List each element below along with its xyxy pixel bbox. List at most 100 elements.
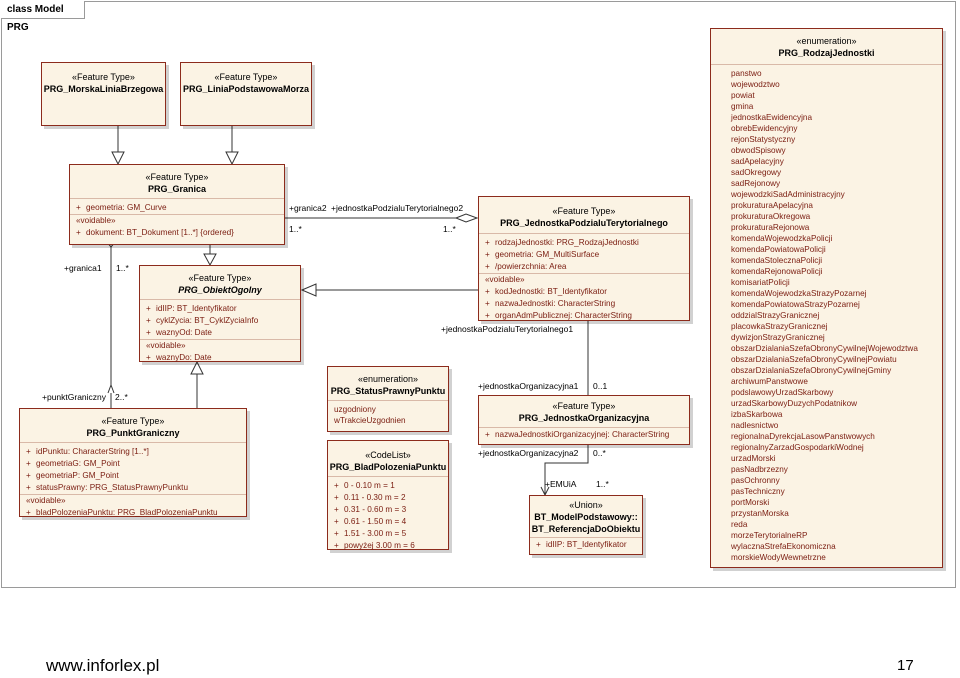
enum-literal: prokuraturaApelacyjna [731,201,813,210]
stereotype: «Feature Type» [214,72,278,82]
attribute-row: +/powierzchnia: Area [485,262,567,271]
enum-literal: nadlesnictwo [731,421,779,430]
enum-status-prawny-punktu[interactable]: «enumeration» PRG_StatusPrawnyPunktu uzg… [327,366,449,432]
role-organizacyjna2: +jednostkaOrganizacyjna2 [478,448,579,458]
attribute-row: +organAdmPublicznej: CharacterString [485,311,632,320]
role-jednostka2: +jednostkaPodzialuTerytorialnego2 [331,203,464,213]
mult-granica2: 1..* [289,224,302,234]
stereotype: «enumeration» [796,36,857,46]
attribute-row: +nazwaJednostki: CharacterString [485,299,616,308]
enum-literal: komendaStolecznaPolicji [731,256,823,265]
attribute-row: +1.51 - 3.00 m = 5 [334,529,407,538]
attribute-row: +dokument: BT_Dokument [1..*] {ordered} [76,228,234,237]
attribute-row: +0.61 - 1.50 m = 4 [334,517,407,526]
voidable-label: «voidable» [479,273,689,286]
class-granica[interactable]: «Feature Type» PRG_Granica +geometria: G… [69,164,285,245]
attribute-row: +idIIP: BT_Identyfikator [536,540,627,549]
enum-literal: morzeTerytorialneRP [731,531,808,540]
enum-literal: urzadMorski [731,454,776,463]
class-punkt-graniczny[interactable]: «Feature Type» PRG_PunktGraniczny +idPun… [19,408,247,517]
codelist-blad-polozenia-punktu[interactable]: «CodeList» PRG_BladPolozeniaPunktu +0 - … [327,440,449,550]
hollow-triangle-icon [111,151,125,166]
enum-literal: portMorski [731,498,770,507]
hollow-triangle-icon [300,283,317,297]
attribute-row: +idIIP: BT_Identyfikator [146,304,237,313]
stereotype: «Union» [569,500,603,510]
enum-literal: komendaWojewodzkaPolicji [731,234,833,243]
role-granica1: +granica1 [64,263,102,273]
class-name: PRG_JednostkaOrganizacyjna [518,413,650,423]
class-jednostka-organizacyjna[interactable]: «Feature Type» PRG_JednostkaOrganizacyjn… [478,395,690,445]
hollow-triangle-icon [203,253,217,267]
enum-literal: obszarDzialaniaSzefaObronyCywilnejGminy [731,366,892,375]
class-jednostka-podzialu-terytorialnego[interactable]: «Feature Type» PRG_JednostkaPodzialuTery… [478,196,690,321]
enum-literal: prokuraturaRejonowa [731,223,810,232]
hollow-triangle-icon [225,151,239,166]
voidable-label: «voidable» [140,339,300,352]
attribute-row: +bladPolozeniaPunktu: PRG_BladPolozeniaP… [26,508,218,517]
enum-literal: wylacznaStrefaEkonomiczna [731,542,836,551]
enum-literal: wTrakcieUzgodnien [334,416,406,425]
attribute-row: +0.31 - 0.60 m = 3 [334,505,407,514]
mult-organizacyjna1: 0..1 [593,381,608,391]
union-referencja-do-obiektu[interactable]: «Union» BT_ModelPodstawowy:: BT_Referenc… [529,495,643,555]
enum-literal: sadApelacyjny [731,157,784,166]
diagram-frame [1,1,956,588]
class-name: PRG_LiniaPodstawowaMorza [182,84,310,94]
enum-literal: regionalnyZarzadGospodarkiWodnej [731,443,864,452]
page-number: 17 [897,657,914,674]
attribute-row: +waznyDo: Date [146,353,212,362]
role-organizacyjna1: +jednostkaOrganizacyjna1 [478,381,579,391]
enum-literal: sadRejonowy [731,179,781,188]
enum-literal: sadOkregowy [731,168,782,177]
enum-literal: pasTechniczny [731,487,785,496]
enum-literal: komendaWojewodzkaStrazyPozarnej [731,289,867,298]
enum-literal: panstwo [731,69,762,78]
enum-literal: wojewodztwo [731,80,780,89]
class-name: PRG_ObiektOgolny [178,285,262,295]
attribute-row: +waznyOd: Date [146,328,212,337]
enum-literal: reda [731,520,748,529]
enum-literal: regionalnaDyrekcjaLasowPanstwowych [731,432,875,441]
class-name-line2: BT_ReferencjaDoObiektu [531,524,641,534]
role-jednostka1: +jednostkaPodzialuTerytorialnego1 [441,324,574,334]
footer-url: www.inforlex.pl [46,656,160,675]
class-obiekt-ogolny[interactable]: «Feature Type» PRG_ObiektOgolny +idIIP: … [139,265,301,362]
stereotype: «Feature Type» [72,72,135,82]
enum-literal: komendaRejonowaPolicji [731,267,823,276]
mult-emuia: 1..* [596,479,609,489]
enum-literal: komisariatPolicji [731,278,790,287]
attribute-row: +statusPrawny: PRG_StatusPrawnyPunktu [26,483,188,492]
attribute-row: +rodzajJednostki: PRG_RodzajJednostki [485,238,639,247]
attribute-row: +0.11 - 0.30 m = 2 [334,493,406,502]
attribute-row: +powyżej 3.00 m = 6 [334,541,415,550]
enum-literal: dywizjonStrazyGranicznej [731,333,825,342]
enum-literal: oddzialStrazyGranicznej [731,311,820,320]
stereotype: «Feature Type» [188,273,252,283]
enum-literal: jednostkaEwidencyjna [731,113,813,122]
class-name: PRG_StatusPrawnyPunktu [330,386,446,396]
class-name: PRG_Granica [147,184,207,194]
enum-literal: przystanMorska [731,509,789,518]
diagram-title: class Model PRG [1,1,85,33]
class-morska-linia-brzegowa[interactable]: «Feature Type» PRG_MorskaLiniaBrzegowa [41,62,166,126]
enum-literal: gmina [731,102,754,111]
enum-literal: morskieWodyWewnetrzne [731,553,826,562]
enum-literal: pasNadbrzezny [731,465,788,474]
enum-literal: komendaPowiatowaPolicji [731,245,826,254]
attribute-row: +0 - 0.10 m = 1 [334,481,395,490]
voidable-label: «voidable» [70,214,284,227]
attribute-row: +nazwaJednostkiOrganizacyjnej: Character… [485,430,670,439]
enum-rodzaj-jednostki[interactable]: «enumeration» PRG_RodzajJednostki panstw… [710,28,943,568]
class-linia-podstawowa-morza[interactable]: «Feature Type» PRG_LiniaPodstawowaMorza [180,62,312,126]
hollow-triangle-icon [190,360,204,375]
enum-literal: obszarDzialaniaSzefaObronyCywilnejPowiat… [731,355,897,364]
attribute-row: +geometriaP: GM_Point [26,471,119,480]
role-emuia: +EMUiA [545,479,577,489]
mult-granica1: 1..* [116,263,129,273]
enum-literal: archiwumPanstwowe [731,377,808,386]
enum-literal: obwodSpisowy [731,146,786,155]
enum-literal: urzadSkarbowyDuzychPodatnikow [731,399,858,408]
role-punkt-graniczny: +punktGraniczny [42,392,107,402]
